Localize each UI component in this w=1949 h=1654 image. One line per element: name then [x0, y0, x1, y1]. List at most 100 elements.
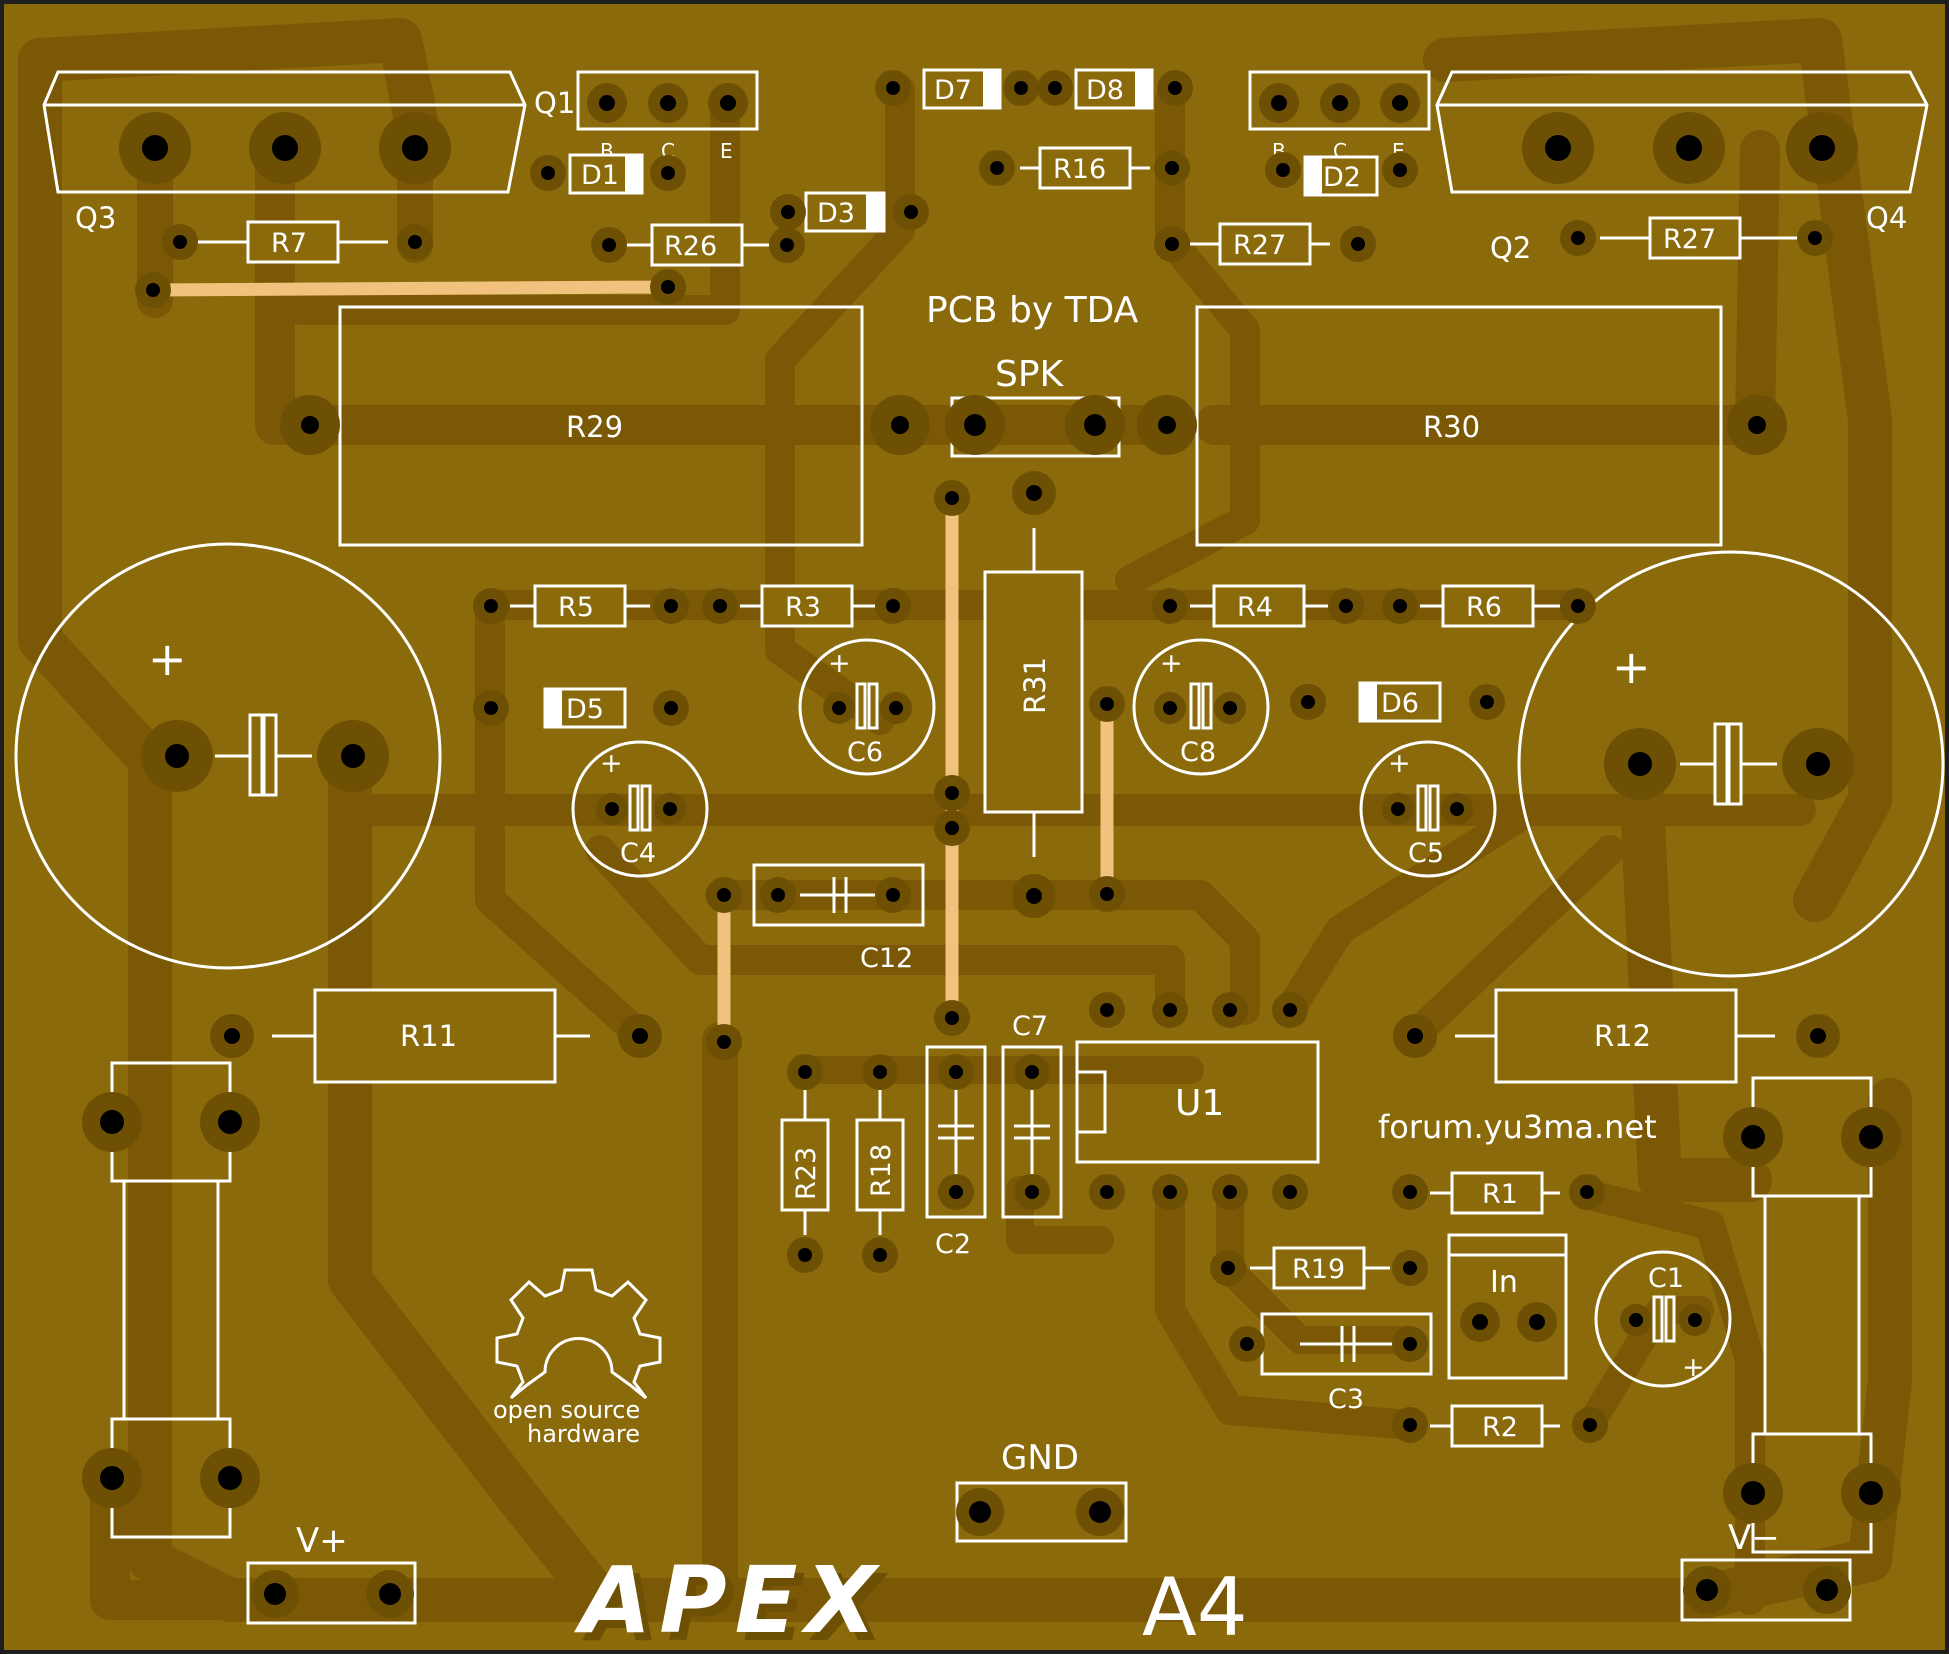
trace-r12-left	[1400, 835, 1625, 1050]
r27b-body	[1648, 216, 1742, 260]
r6-label: R6	[1466, 592, 1502, 623]
drill-hole-87	[873, 1065, 887, 1079]
resistor-r2[interactable]: R2	[1430, 1404, 1560, 1448]
ic-u1[interactable]: U1	[1075, 1040, 1320, 1164]
drill-hole-109	[218, 1110, 242, 1134]
capacitor-big-right[interactable]: +	[1517, 550, 1945, 978]
resistor-r18[interactable]: R18	[855, 1090, 905, 1235]
drill-hole-18	[886, 81, 900, 95]
drill-hole-23	[408, 235, 422, 249]
drill-hole-57	[1223, 701, 1237, 715]
resistor-r19[interactable]: R19	[1250, 1246, 1390, 1290]
capacitor-c12[interactable]: C12	[752, 863, 925, 974]
drill-hole-10	[1332, 95, 1348, 111]
resistor-r5[interactable]: R5	[510, 584, 650, 628]
q4-label: Q4	[1866, 201, 1907, 235]
resistor-r11[interactable]: R11	[272, 988, 590, 1084]
c4-outline	[571, 740, 709, 878]
capacitor-big-left[interactable]: +	[14, 542, 442, 970]
q1-label: Q1	[534, 86, 575, 120]
resistor-r4[interactable]: R4	[1190, 584, 1330, 628]
r1-label: R1	[1482, 1179, 1518, 1210]
c12-body	[752, 863, 925, 927]
drill-hole-44	[713, 599, 727, 613]
drill-hole-66	[945, 786, 959, 800]
drill-hole-58	[605, 802, 619, 816]
resistor-r27-left[interactable]: R27	[1190, 222, 1330, 266]
transistor-q3[interactable]: Q3	[42, 70, 527, 235]
r19-body	[1272, 1246, 1366, 1290]
diode-d1[interactable]: D1	[568, 153, 644, 195]
c5-outline	[1359, 740, 1497, 878]
resistor-r16[interactable]: R16	[1020, 146, 1150, 190]
transistor-q4[interactable]: Q4	[1435, 70, 1929, 235]
resistor-r26[interactable]: R26	[620, 223, 770, 267]
drill-hole-52	[1301, 695, 1315, 709]
diode-d3[interactable]: D3	[804, 191, 886, 233]
resistor-r6[interactable]: R6	[1420, 584, 1560, 628]
gnd-label: GND	[1001, 1438, 1079, 1478]
resistor-r12[interactable]: R12	[1455, 988, 1775, 1084]
drill-hole-37	[1748, 416, 1766, 434]
drill-hole-100	[1403, 1418, 1417, 1432]
resistor-r31[interactable]: R31	[983, 528, 1084, 857]
big-cap-left-plate-b	[262, 713, 278, 797]
capacitor-c2[interactable]: C2	[925, 1045, 987, 1260]
drill-hole-50	[484, 701, 498, 715]
diode-d6[interactable]: D6	[1358, 681, 1442, 723]
resistor-r27-right[interactable]: R27	[1600, 216, 1800, 260]
capacitor-c6[interactable]: + C6	[798, 638, 936, 776]
diode-d2[interactable]: D2	[1303, 155, 1379, 197]
brand-text: APEX	[574, 1547, 884, 1654]
c5-plate-a	[1416, 784, 1428, 832]
d8-label: D8	[1086, 75, 1124, 106]
d2-label: D2	[1323, 162, 1361, 193]
c6-plate-b	[867, 682, 879, 730]
drill-hole-49	[1571, 599, 1585, 613]
c5-plus: +	[1388, 748, 1411, 779]
c8-outline	[1132, 638, 1270, 776]
drill-hole-84	[1407, 1028, 1423, 1044]
drill-hole-103	[1403, 1337, 1417, 1351]
capacitor-c1[interactable]: C1 +	[1594, 1250, 1732, 1388]
resistor-r7[interactable]: R7	[180, 220, 388, 264]
drill-hole-118	[969, 1501, 991, 1523]
diode-d7[interactable]: D7	[922, 68, 1002, 110]
spk-label: SPK	[995, 354, 1065, 395]
drill-hole-120	[1696, 1579, 1718, 1601]
resistor-r3[interactable]: R3	[740, 584, 880, 628]
capacitor-c4[interactable]: + C4	[571, 740, 709, 878]
drill-hole-114	[1741, 1481, 1765, 1505]
drill-hole-38	[964, 414, 986, 436]
drill-hole-4	[1676, 135, 1702, 161]
c6-plate-a	[855, 682, 867, 730]
drill-hole-51	[664, 701, 678, 715]
c2-label: C2	[935, 1229, 971, 1260]
drill-hole-1	[272, 135, 298, 161]
drill-hole-111	[218, 1466, 242, 1490]
drill-hole-86	[798, 1065, 812, 1079]
drill-hole-19	[1014, 81, 1028, 95]
capacitor-c7[interactable]: C7	[1001, 1011, 1063, 1219]
resistor-r30[interactable]: R30	[1195, 305, 1723, 547]
trace-c12-row	[585, 835, 1185, 1025]
vplus-terminal[interactable]: V+	[246, 1521, 417, 1625]
c1-outline	[1594, 1250, 1732, 1388]
resistor-r29[interactable]: R29	[338, 305, 864, 547]
drill-hole-70	[1100, 887, 1114, 901]
input-connector[interactable]: In	[1447, 1233, 1568, 1380]
drill-hole-73	[886, 888, 900, 902]
transistor-q1[interactable]: Q1 B C E	[534, 70, 759, 163]
u1-notch	[1077, 1070, 1107, 1134]
capacitor-c5[interactable]: + C5	[1359, 740, 1497, 878]
drill-hole-74	[1100, 1003, 1114, 1017]
diode-d5[interactable]: D5	[543, 687, 627, 729]
resistor-r1[interactable]: R1	[1430, 1171, 1560, 1215]
u1-label: U1	[1175, 1083, 1224, 1124]
resistor-r23[interactable]: R23	[780, 1090, 830, 1235]
diode-d8[interactable]: D8	[1074, 68, 1154, 110]
drill-hole-85	[1810, 1028, 1826, 1044]
capacitor-c8[interactable]: + C8	[1132, 638, 1270, 776]
drill-hole-61	[1450, 802, 1464, 816]
